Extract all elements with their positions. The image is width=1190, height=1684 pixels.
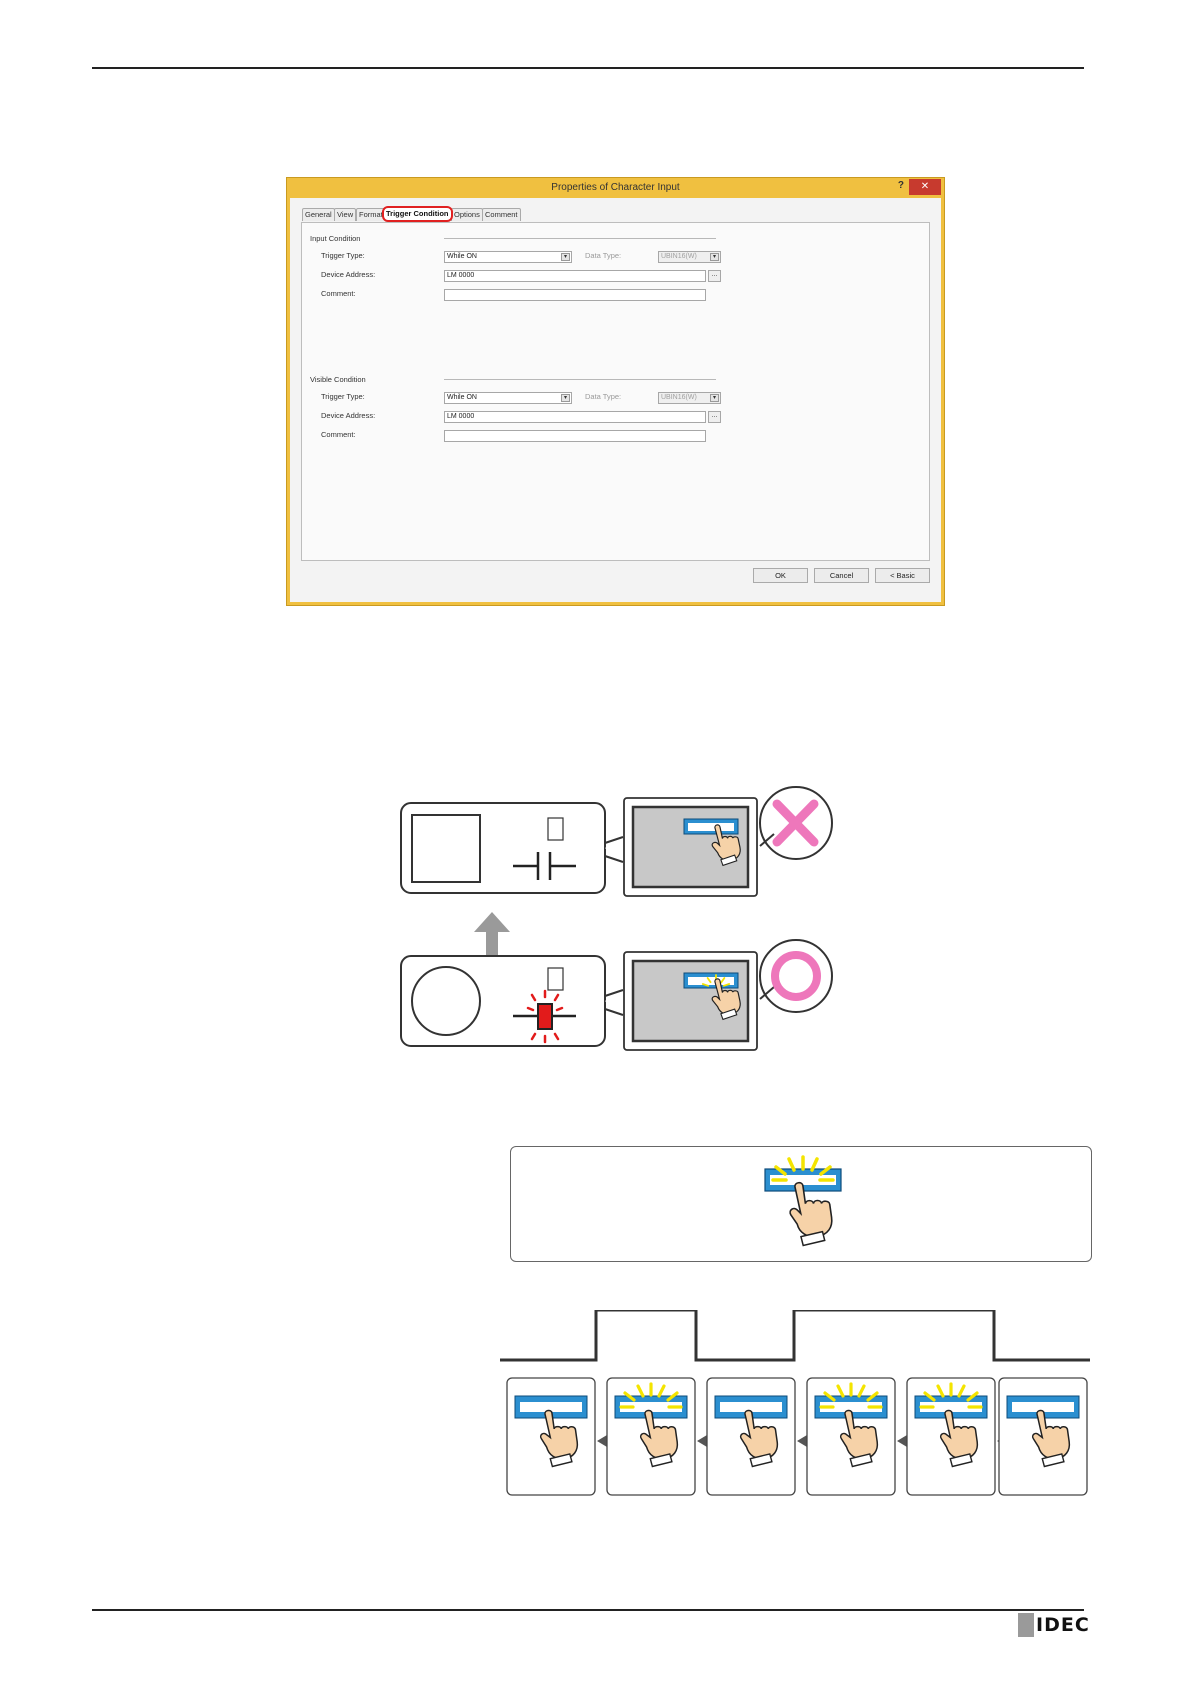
ok-button[interactable]: OK (753, 568, 808, 583)
input-data-type-value: UBIN16(W) (661, 253, 697, 260)
input-data-type-label: Data Type: (585, 251, 622, 260)
timing-step-4 (806, 1377, 896, 1496)
basic-button[interactable]: < Basic (875, 568, 930, 583)
chevron-down-icon[interactable]: ▾ (561, 253, 570, 261)
visible-device-browse-button[interactable]: ... (708, 411, 721, 423)
input-trigger-type-value: While ON (447, 253, 477, 260)
tab-view[interactable]: View (334, 208, 357, 221)
dialog-body: General View Format Trigger Condition Op… (290, 198, 941, 602)
square-shape (411, 814, 481, 883)
on-state-panel (400, 955, 624, 1047)
open-contact-symbol (513, 852, 576, 880)
device-marker (547, 967, 564, 991)
dialog-title: Properties of Character Input (551, 182, 680, 193)
tab-trigger-condition[interactable]: Trigger Condition (382, 206, 453, 222)
visible-trigger-type-select[interactable]: While ON ▾ (444, 392, 572, 404)
input-trigger-type-label: Trigger Type: (321, 251, 365, 260)
touch-example-graphic (764, 1155, 842, 1247)
close-button[interactable]: ✕ (909, 179, 941, 195)
input-trigger-type-select[interactable]: While ON ▾ (444, 251, 572, 263)
input-comment-label: Comment: (321, 289, 356, 298)
ok-mark-icon (759, 939, 833, 1013)
visible-comment-field[interactable] (444, 430, 706, 442)
tab-comment[interactable]: Comment (482, 208, 521, 221)
closed-contact-symbol (513, 989, 576, 1044)
visible-trigger-type-label: Trigger Type: (321, 392, 365, 401)
timing-step-1 (506, 1377, 596, 1496)
logo-text: IDEC (1036, 1614, 1090, 1636)
input-comment-field[interactable] (444, 289, 706, 301)
circle-shape (411, 966, 481, 1036)
section-divider (444, 379, 716, 380)
visible-comment-label: Comment: (321, 430, 356, 439)
touch-example-box (510, 1146, 1092, 1262)
input-device-browse-button[interactable]: ... (708, 270, 721, 282)
cancel-button[interactable]: Cancel (814, 568, 869, 583)
footer-rule (92, 1609, 1084, 1611)
timing-step-3 (706, 1377, 796, 1496)
visible-device-address-field[interactable]: LM 0000 (444, 411, 706, 423)
visible-condition-heading: Visible Condition (310, 375, 366, 384)
trigger-timing-illustration (500, 1310, 1090, 1496)
properties-dialog: Properties of Character Input ? ✕ Genera… (286, 177, 945, 606)
touch-panel-off (623, 797, 758, 897)
visible-trigger-type-value: While ON (447, 394, 477, 401)
visible-device-address-label: Device Address: (321, 411, 376, 420)
help-icon[interactable]: ? (897, 180, 904, 191)
idec-logo: IDEC (1018, 1613, 1089, 1637)
chevron-down-icon[interactable]: ▾ (561, 394, 570, 402)
ng-mark-icon (759, 786, 833, 860)
tab-general[interactable]: General (302, 208, 335, 221)
condition-touch-illustration (400, 786, 833, 1051)
input-device-address-field[interactable]: LM 0000 (444, 270, 706, 282)
timing-step-5 (906, 1377, 996, 1496)
input-condition-heading: Input Condition (310, 234, 361, 243)
chevron-down-icon: ▾ (710, 394, 719, 402)
input-device-address-label: Device Address: (321, 270, 376, 279)
chevron-down-icon: ▾ (710, 253, 719, 261)
tab-options[interactable]: Options (451, 208, 483, 221)
trigger-condition-panel: Input Condition Trigger Type: While ON ▾… (301, 222, 930, 561)
device-marker (547, 817, 564, 841)
visible-data-type-value: UBIN16(W) (661, 394, 697, 401)
touch-panel-on (623, 951, 758, 1051)
off-state-panel (400, 802, 624, 894)
visible-data-type-label: Data Type: (585, 392, 622, 401)
header-rule (92, 67, 1084, 69)
input-data-type-select: UBIN16(W) ▾ (658, 251, 721, 263)
logo-mark (1018, 1613, 1034, 1637)
timing-step-2 (606, 1377, 696, 1496)
trigger-waveform (500, 1310, 1090, 1362)
visible-data-type-select: UBIN16(W) ▾ (658, 392, 721, 404)
section-divider (444, 238, 716, 239)
timing-step-6 (998, 1377, 1088, 1496)
